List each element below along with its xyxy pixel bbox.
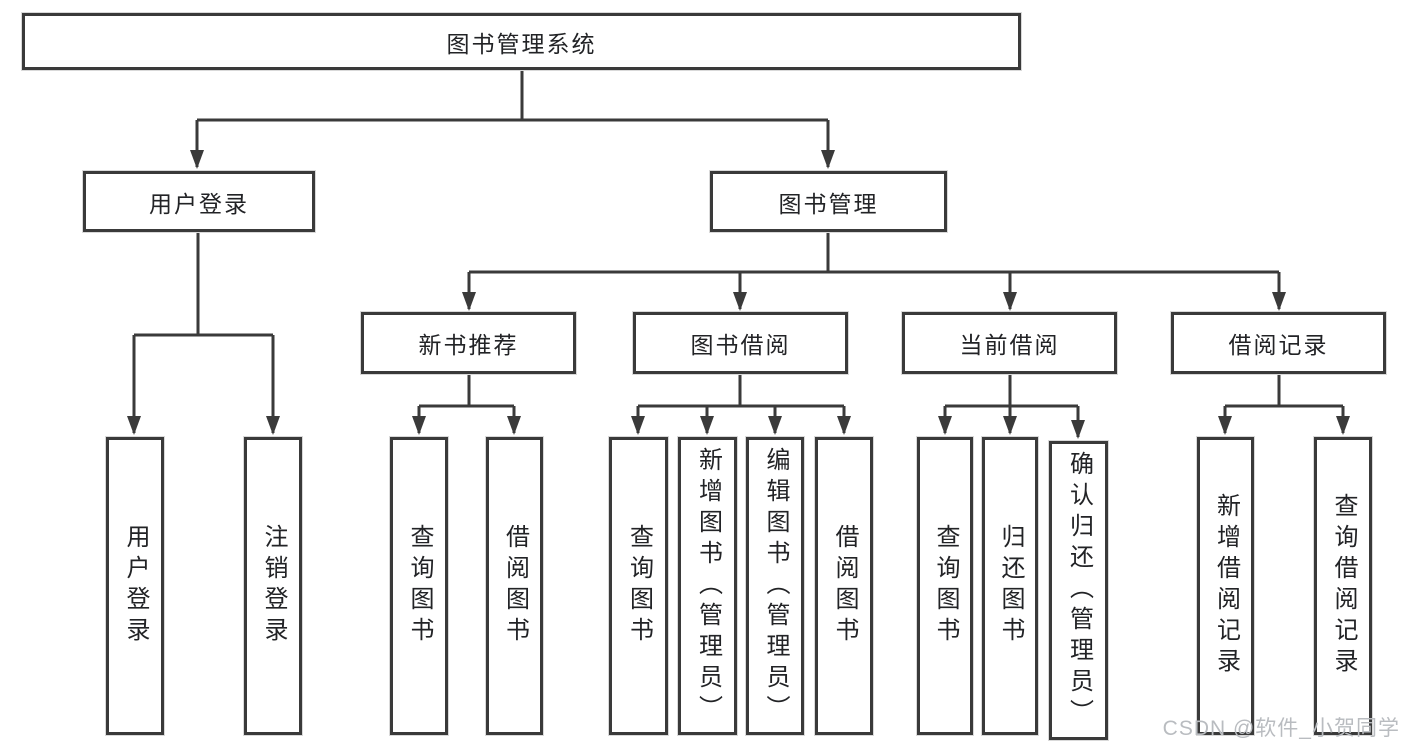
- node-label: 新书推荐: [418, 332, 519, 358]
- node-current-borrowing: 当前借阅: [902, 312, 1117, 374]
- leaf-query-books-borrowing: 查询图书: [609, 437, 668, 735]
- node-label: 借阅图书: [501, 524, 529, 648]
- csdn-watermark: CSDN @软件_小贺同学: [1162, 717, 1400, 740]
- node-label: 借阅图书: [831, 524, 858, 648]
- node-label: 查询借阅记录: [1330, 493, 1357, 679]
- node-label: 查询图书: [406, 524, 433, 648]
- node-label: 图书管理: [778, 190, 879, 217]
- node-label: 图书借阅: [690, 332, 791, 358]
- leaf-query-books-recommend: 查询图书: [390, 437, 448, 735]
- node-label: 新增图书（管理员）: [694, 446, 722, 726]
- node-user-login: 用户登录: [83, 171, 315, 232]
- node-book-management-system: 图书管理系统: [22, 13, 1021, 70]
- node-label: 归还图书: [997, 524, 1024, 648]
- node-borrowing-records: 借阅记录: [1171, 312, 1386, 374]
- leaf-borrow-books-recommend: 借阅图书: [486, 437, 543, 735]
- node-book-management: 图书管理: [710, 171, 947, 232]
- node-label: 借阅记录: [1228, 332, 1329, 358]
- node-label: 查询图书: [625, 524, 653, 648]
- node-label: 图书管理系统: [446, 30, 597, 57]
- node-new-book-recommend: 新书推荐: [361, 312, 576, 374]
- leaf-user-login: 用户登录: [106, 437, 164, 735]
- leaf-add-books-admin: 新增图书（管理员）: [678, 437, 737, 735]
- node-label: 注销登录: [260, 524, 287, 648]
- leaf-query-books-current: 查询图书: [917, 437, 973, 735]
- node-label: 确认归还（管理员）: [1065, 451, 1093, 730]
- leaf-return-books: 归还图书: [982, 437, 1038, 735]
- leaf-confirm-return-admin: 确认归还（管理员）: [1049, 441, 1108, 740]
- node-label: 用户登录: [122, 524, 149, 648]
- node-label: 当前借阅: [959, 332, 1060, 358]
- node-book-borrowing: 图书借阅: [633, 312, 848, 374]
- leaf-query-borrow-record: 查询借阅记录: [1314, 437, 1372, 735]
- node-label: 新增借阅记录: [1212, 493, 1240, 679]
- node-label: 编辑图书（管理员）: [762, 446, 789, 726]
- node-label: 查询图书: [932, 524, 959, 648]
- leaf-edit-books-admin: 编辑图书（管理员）: [746, 437, 804, 735]
- leaf-add-borrow-record: 新增借阅记录: [1197, 437, 1254, 735]
- leaf-borrow-books-borrowing: 借阅图书: [815, 437, 873, 735]
- leaf-logout-login: 注销登录: [244, 437, 302, 735]
- node-label: 用户登录: [149, 190, 249, 217]
